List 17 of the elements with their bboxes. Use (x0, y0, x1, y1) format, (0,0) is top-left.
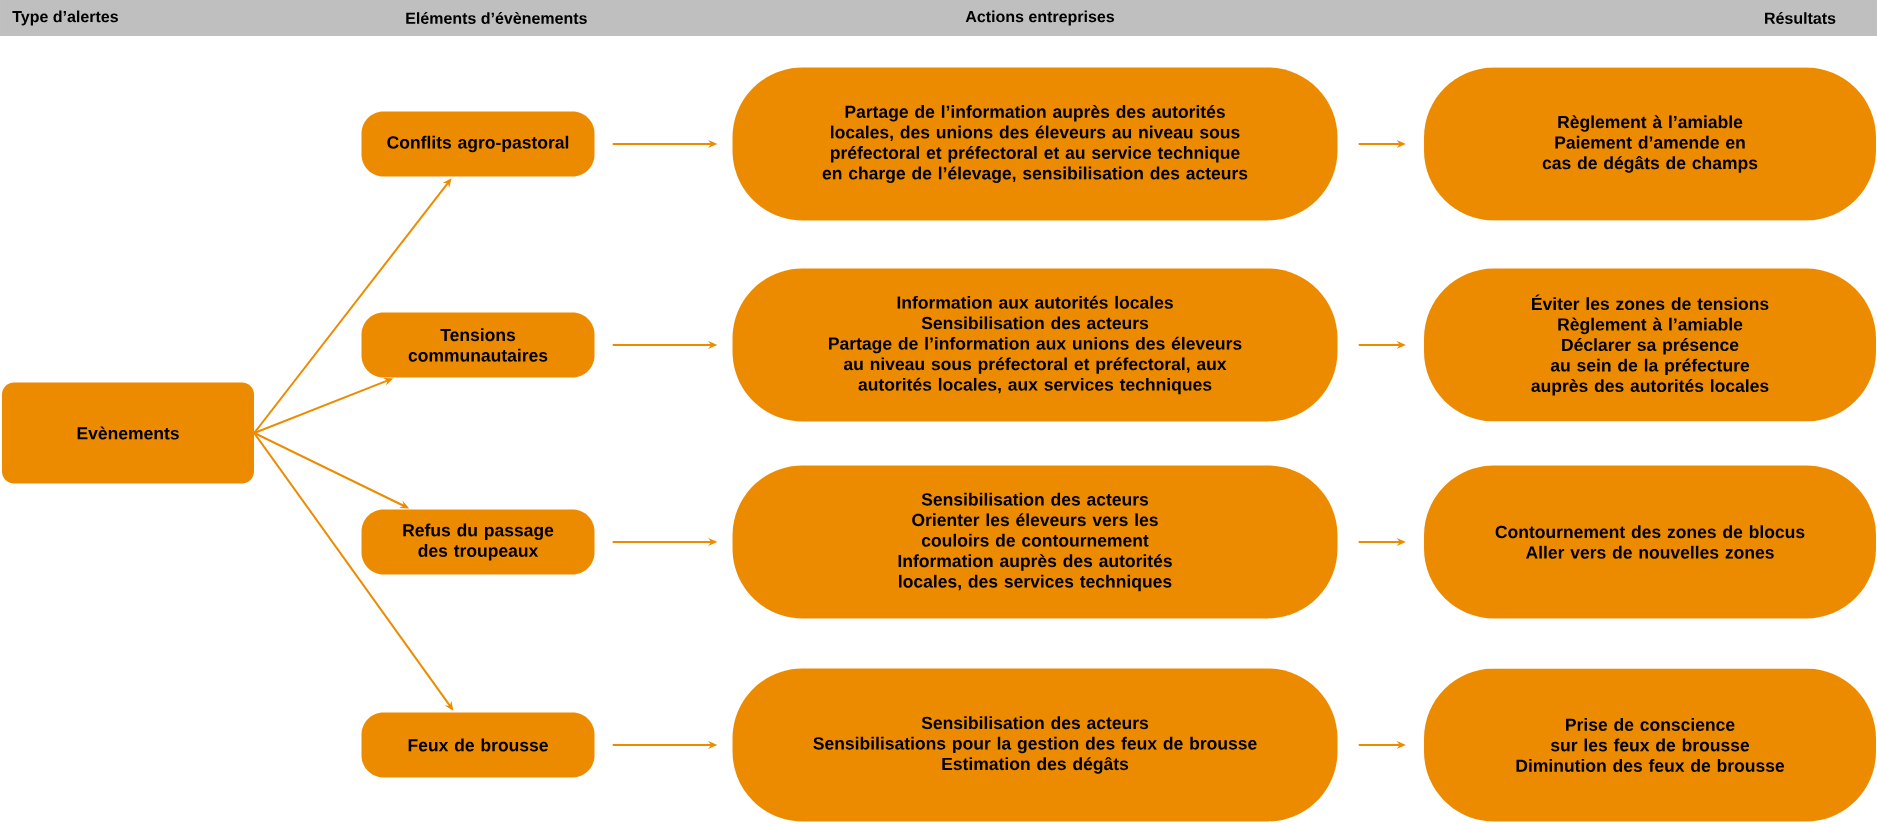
rounded-box: Evènements (2, 382, 254, 484)
rounded-box: Feux de brousse (361, 712, 595, 778)
pill-box: Prise de conscience sur les feux de brousse Diminution des feux de brousse (1424, 668, 1876, 822)
pill-box: Partage de l’information auprès des autorités locales, des unions des éleveurs au niveau sous préfectoral et préfectoral et au service technique en charge de l’élevage, sensibilisation des acteurs (732, 67, 1338, 221)
rounded-box: Refus du passage des troupeaux (361, 509, 595, 575)
column-header: Eléments d’évènements (406, 12, 587, 24)
pill-box: Sensibilisation des acteurs Orienter les éleveurs vers les couloirs de contournement Information auprès des autorités locales, des services techniques (732, 465, 1338, 619)
pill-box: Information aux autorités locales Sensibilisation des acteurs Partage de l’information aux unions des éleveurs au niveau sous préfectoral et préfectoral, aux autorités locales, aux services techniques (732, 268, 1338, 422)
column-header: Résultats (1765, 12, 1836, 24)
pill-box: Sensibilisation des acteurs Sensibilisations pour la gestion des feux de brousse Estimation des dégâts (732, 668, 1338, 822)
pill-box: Contournement des zones de blocus Aller vers de nouvelles zones (1424, 465, 1876, 619)
pill-box: Éviter les zones de tensions Règlement à l’amiable Déclarer sa présence au sein de la préfecture auprès des autorités locales (1424, 268, 1876, 422)
pill-box: Règlement à l’amiable Paiement d’amende en cas de dégâts de champs (1424, 67, 1876, 221)
rounded-box: Conflits agro-pastoral (361, 111, 595, 177)
column-header: Type d’alertes (12, 10, 118, 26)
rounded-box: Tensions communautaires (361, 312, 595, 378)
column-header: Actions entreprises (965, 10, 1114, 26)
